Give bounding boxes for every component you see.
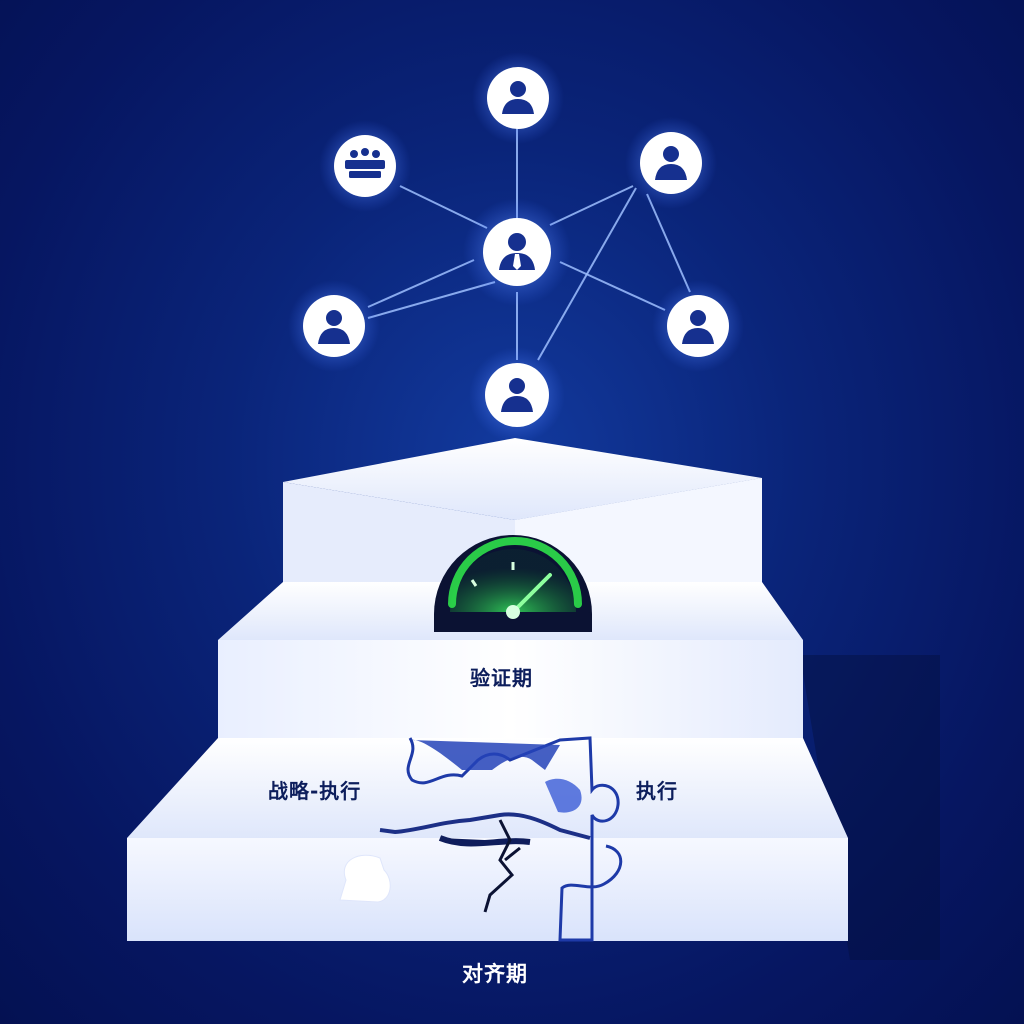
person-icon	[502, 81, 534, 114]
strategy-execution-label: 战略-执行	[268, 779, 362, 803]
verification-stage-label: 验证期	[470, 666, 533, 690]
node-right	[652, 280, 744, 372]
network-nodes	[288, 52, 744, 443]
team-icon	[345, 148, 385, 178]
person-icon	[682, 310, 714, 344]
person-icon	[318, 310, 350, 344]
bottom-step-front	[127, 838, 848, 941]
person-tie-icon	[499, 233, 535, 270]
node-top-right	[625, 117, 717, 209]
top-step-cap	[283, 438, 762, 520]
node-top	[472, 52, 564, 144]
bottom-step-top	[127, 738, 848, 838]
node-bottom	[469, 347, 565, 443]
gauge-icon	[434, 535, 592, 632]
pyramid-steps	[127, 438, 940, 960]
middle-step-front	[218, 640, 803, 738]
execution-label: 执行	[636, 779, 678, 803]
alignment-stage-label: 对齐期	[462, 962, 528, 986]
node-center	[463, 198, 571, 306]
puzzle-crack	[339, 736, 623, 942]
node-top-left	[319, 120, 411, 212]
person-icon	[655, 146, 687, 180]
node-left	[288, 280, 380, 372]
person-icon	[501, 378, 533, 412]
